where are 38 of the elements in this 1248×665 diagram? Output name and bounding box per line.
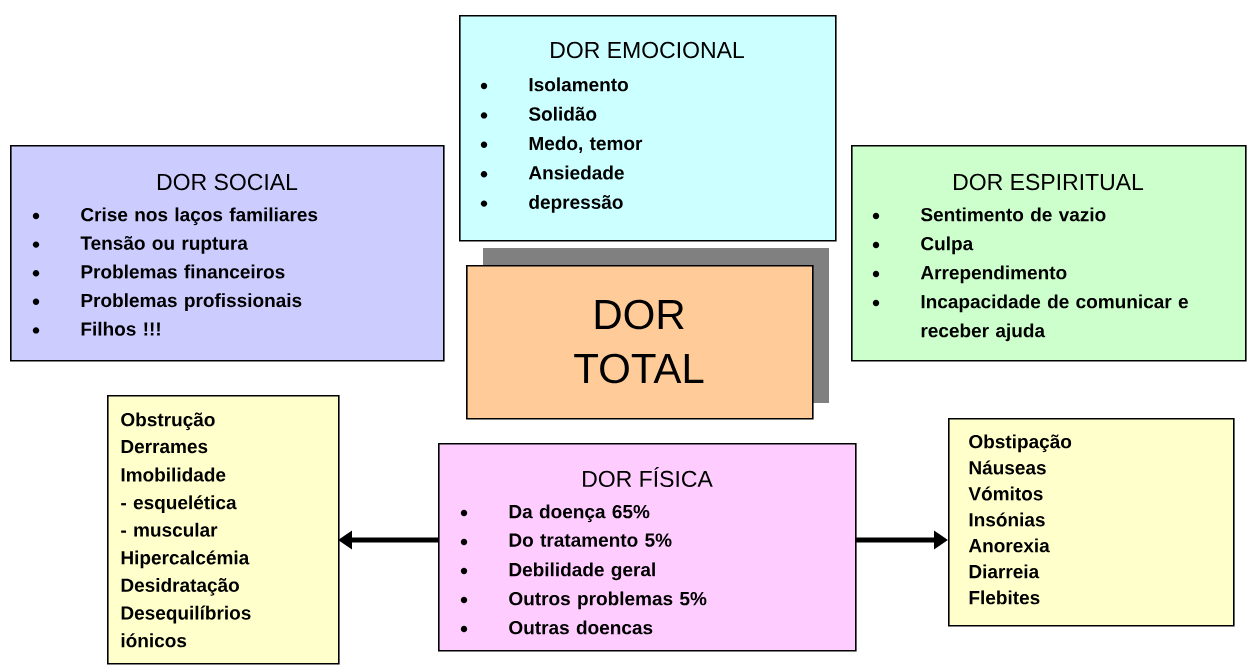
list-item: Desequilíbrios: [121, 605, 251, 624]
list-item: Da doença 65%: [509, 504, 650, 523]
list-item: Sentimento de vazio: [920, 207, 1106, 222]
list-item: iónicos: [121, 633, 187, 648]
list-item: Outros problemas 5%: [509, 591, 707, 610]
list-item: Imobilidade: [121, 467, 226, 482]
list-item: Solidão: [528, 106, 597, 121]
list-item: Tensão ou ruptura: [80, 236, 248, 254]
list-item: depressão: [529, 195, 623, 213]
list-box: [948, 418, 1235, 627]
list-item: Crise nos laços familiares: [81, 207, 318, 226]
list-item: Diarreia: [969, 564, 1040, 579]
list-item: Derrames: [121, 440, 208, 454]
list-item: Culpa: [921, 236, 974, 255]
list-item: Problemas financeiros: [81, 264, 285, 279]
list-item: Anorexia: [968, 538, 1050, 553]
list-item: Vómitos: [968, 486, 1043, 501]
list-item: Filhos !!!: [81, 321, 160, 336]
list-item: - esquelética: [121, 495, 237, 514]
list-box: [107, 395, 340, 665]
list-item: Debilidade geral: [509, 562, 655, 581]
list-item: Do tratamento 5%: [509, 533, 672, 547]
list-item: Medo, temor: [529, 136, 643, 153]
list-item: Incapacidade de comunicar e receber ajuda: [921, 294, 1188, 342]
list-item: Obstrução: [121, 412, 215, 431]
list-item: Náuseas: [969, 460, 1046, 475]
list-item: - muscular: [121, 522, 218, 537]
list-item: Obstipação: [969, 434, 1072, 453]
list-item: Outras doencas: [509, 620, 653, 635]
list-item: Hipercalcémia: [121, 550, 250, 569]
title-box: DOR TOTAL: [466, 265, 814, 420]
list-item: Ansiedade: [528, 165, 624, 180]
list-item: Isolamento: [529, 77, 628, 92]
list-item: Insónias: [969, 512, 1045, 527]
list-item: Flebites: [969, 590, 1040, 605]
list-item: Arrependimento: [920, 265, 1067, 284]
list-item: Desidratação: [121, 578, 239, 596]
list-item: Problemas profissionais: [81, 293, 302, 311]
